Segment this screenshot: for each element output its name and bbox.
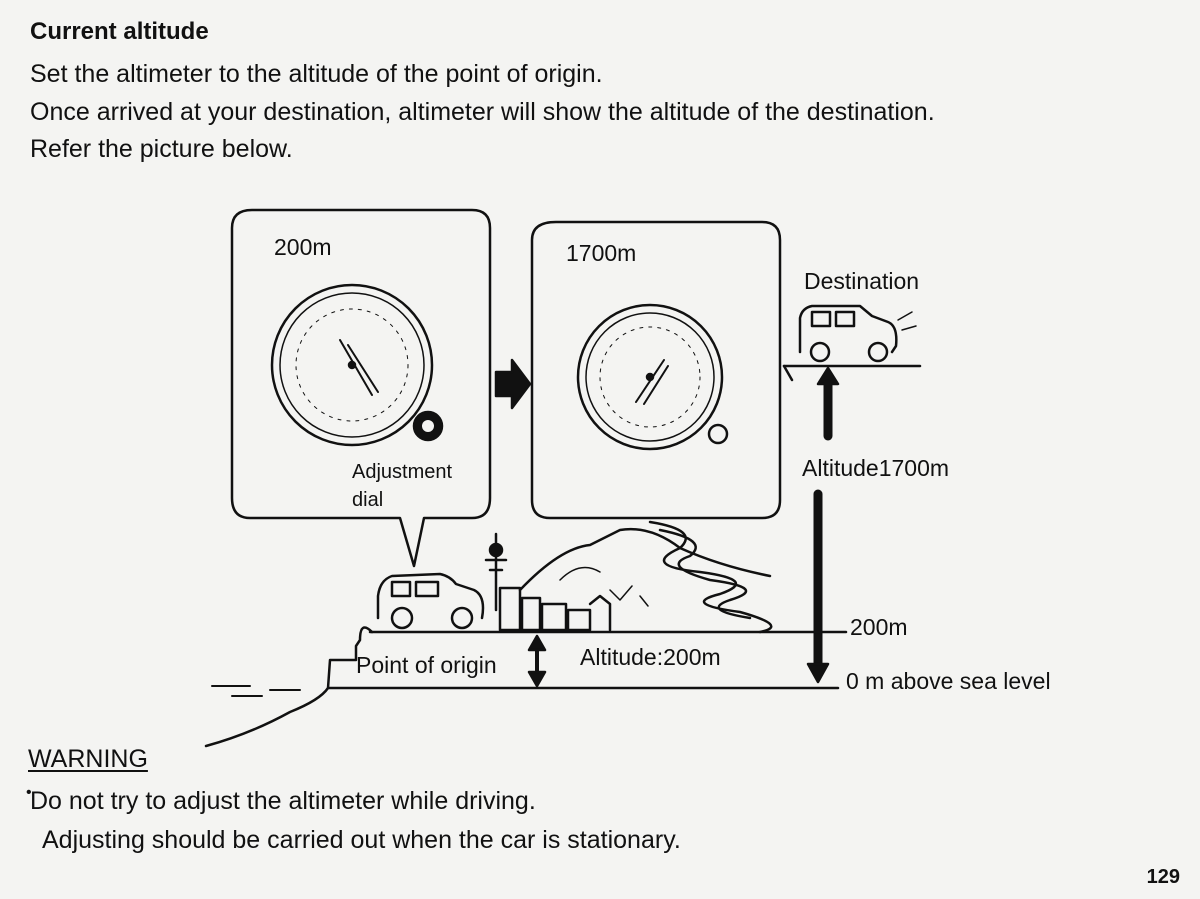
origin-altimeter-gauge [272, 285, 432, 445]
origin-gauge-reading: 200m [274, 234, 332, 261]
progression-arrow-icon [496, 360, 530, 408]
origin-callout-frame [232, 210, 490, 566]
destination-altimeter-gauge [578, 305, 727, 449]
destination-gauge-reading: 1700m [566, 240, 636, 267]
altitude-gain-label: Altitude1700m [802, 455, 949, 482]
adjustment-dial-icon [414, 412, 442, 440]
mountain-road-illustration [520, 522, 771, 632]
origin-altitude-label: Altitude:200m [580, 644, 721, 671]
destination-label: Destination [804, 268, 919, 295]
adjustment-dial-label: Adjustment [352, 461, 452, 484]
warning-text: Adjusting should be carried out when the… [42, 826, 681, 855]
point-of-origin-label: Point of origin [356, 652, 497, 679]
warning-text: Do not try to adjust the altimeter while… [30, 787, 536, 816]
warning-title: WARNING [28, 745, 148, 774]
origin-car-icon [378, 574, 483, 628]
descent-arrow-icon [808, 664, 828, 682]
town-illustration [486, 534, 610, 630]
destination-car-icon [800, 306, 916, 361]
origin-level-label: 200m [850, 614, 908, 641]
sea-level-label: 0 m above sea level [846, 668, 1051, 695]
adjustment-dial-label: dial [352, 489, 383, 512]
page-number: 129 [1147, 866, 1180, 889]
